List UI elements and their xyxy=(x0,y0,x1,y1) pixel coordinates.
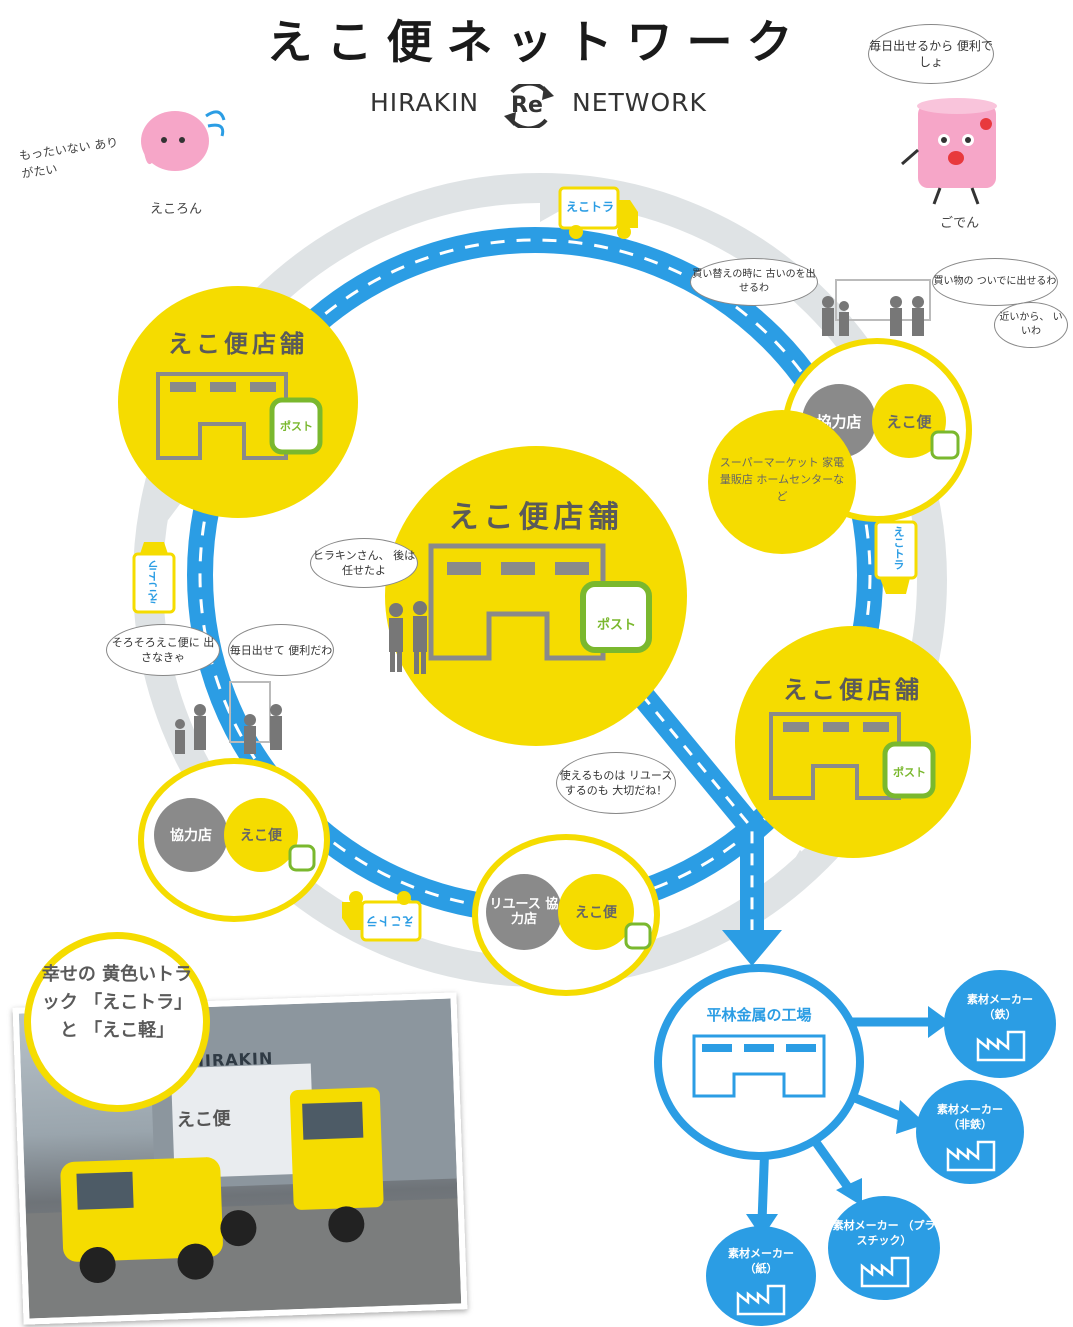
store-building-icon xyxy=(769,712,936,800)
partner-description: スーパーマーケット 家電量販店 ホームセンターなど xyxy=(719,456,845,503)
speech-bubble-chikai: 近いから、 いいわ xyxy=(994,302,1068,348)
truck-icon xyxy=(558,186,638,239)
speech-bubble-sorosoro: そろそろえこ便に 出さなきゃ xyxy=(106,624,220,676)
store-building-icon xyxy=(156,372,323,460)
truck-icon xyxy=(342,891,422,942)
maker-label: 素材メーカー （非鉄） xyxy=(937,1103,1003,1131)
hirakin-factory: 平林金属の工場 xyxy=(654,964,864,1160)
photo-caption-circle: 幸せの 黄色いトラック 「えこトラ」と 「えこ軽」 xyxy=(24,932,210,1112)
residents-illustration xyxy=(175,681,282,754)
truck-photo: えこ便 HIRAKIN xyxy=(12,992,468,1325)
photo-truck-brand: えこ便 xyxy=(176,1108,231,1132)
truck-label: えこトラ xyxy=(892,526,905,570)
truck-icon xyxy=(874,520,918,594)
epost-icon xyxy=(624,922,652,950)
photo-caption: 幸せの 黄色いトラック 「えこトラ」と 「えこ軽」 xyxy=(41,964,193,1041)
truck-photo-illustration xyxy=(25,998,462,1319)
partner-label: 協力店 xyxy=(154,798,228,872)
epost-label: ポスト xyxy=(893,766,926,779)
re-logo-text: Re xyxy=(511,93,543,118)
factory-icon xyxy=(736,1284,786,1316)
factory-icon xyxy=(976,1030,1026,1062)
store-title: えこ便店舗 xyxy=(783,676,923,704)
eko-tora-truck-left: えこトラ xyxy=(130,540,180,616)
eko-bin-label: えこ便 xyxy=(558,874,634,950)
epost-label: ポスト xyxy=(597,618,637,633)
eko-bin-label: えこ便 xyxy=(224,798,298,872)
truck-icon xyxy=(132,542,176,614)
maker-paper: 素材メーカー （紙） xyxy=(706,1226,816,1326)
eko-tora-truck-top: えこトラ xyxy=(558,186,640,242)
cycle-arrowhead xyxy=(540,186,572,222)
store-building-icon xyxy=(428,543,652,661)
eko-tora-truck-bottom: えこトラ xyxy=(340,888,422,942)
factory-title: 平林金属の工場 xyxy=(706,1006,812,1024)
store-center: えこ便店舗 ポスト xyxy=(385,446,687,746)
maker-label: 素材メーカー （鉄） xyxy=(967,993,1033,1021)
reuse-partner-store: リユース 協力店 えこ便 xyxy=(472,834,660,996)
road-to-factory-dashes xyxy=(626,677,754,940)
speech-bubble-hirakin: ヒラキンさん、 後は任せたよ xyxy=(310,538,418,588)
page-title: えこ便ネットワーク xyxy=(266,15,807,69)
speech-bubble-kaimono: 買い物の ついでに出せるわ xyxy=(932,258,1058,306)
truck-label: えこトラ xyxy=(566,200,615,214)
maker-label: 素材メーカー （紙） xyxy=(728,1247,794,1275)
truck-label: えこトラ xyxy=(147,560,160,604)
subtitle-hirakin: HIRAKIN xyxy=(370,88,480,117)
speech-bubble-reuse: 使えるものは リユースするのも 大切だね！ xyxy=(556,752,676,814)
epost-icon xyxy=(288,844,316,872)
maker-label: 素材メーカー （プラスチック） xyxy=(832,1219,936,1247)
ekoron-character-icon xyxy=(141,110,226,171)
store-title: えこ便店舗 xyxy=(448,500,624,535)
store-top-left: えこ便店舗 ポスト xyxy=(118,286,358,518)
partner-desc-disc: スーパーマーケット 家電量販店 ホームセンターなど xyxy=(708,410,856,554)
goden-character-icon xyxy=(901,98,997,205)
store-right: えこ便店舗 ポスト xyxy=(735,626,971,858)
maker-nonferrous: 素材メーカー （非鉄） xyxy=(916,1080,1024,1184)
speech-bubble-mainichi: 毎日出せて 便利だわ xyxy=(228,624,334,676)
maker-iron: 素材メーカー （鉄） xyxy=(944,970,1056,1078)
epost-icon xyxy=(930,430,960,460)
ekoron-name: えころん xyxy=(150,202,203,217)
factory-building-icon xyxy=(692,1034,826,1098)
factory-arrowhead xyxy=(722,930,782,966)
partner-store-left: 協力店 えこ便 xyxy=(138,758,330,922)
eko-tora-truck-right: えこトラ xyxy=(872,520,924,600)
truck-label: えこトラ xyxy=(365,914,414,928)
epost-label: ポスト xyxy=(280,420,313,433)
factory-icon xyxy=(860,1256,910,1288)
factory-icon xyxy=(946,1140,996,1172)
reuse-partner-label: リユース 協力店 xyxy=(486,874,562,950)
speech-bubble-kaikae: 買い替えの時に 古いのを出せるわ xyxy=(690,258,818,306)
goden-speech-bubble: 毎日出せるから 便利でしょ xyxy=(868,24,994,84)
re-logo: Re xyxy=(500,81,558,131)
goden-name: ごでん xyxy=(940,216,980,231)
cycle-arrowhead xyxy=(782,850,820,880)
couple-illustration xyxy=(389,601,427,674)
store-title: えこ便店舗 xyxy=(168,330,308,358)
shoppers-illustration xyxy=(822,279,931,336)
subtitle-network: NETWORK xyxy=(572,88,707,117)
maker-plastic: 素材メーカー （プラスチック） xyxy=(828,1196,940,1300)
